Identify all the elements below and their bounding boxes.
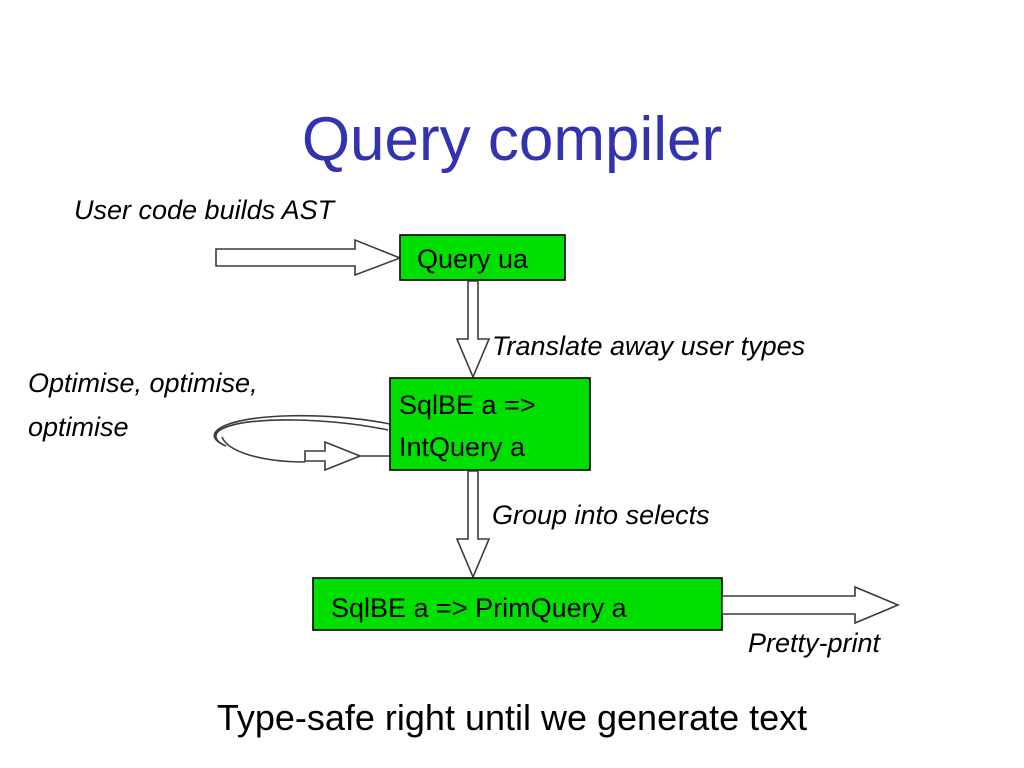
input-arrow-icon bbox=[215, 238, 403, 277]
group-arrow-icon bbox=[455, 470, 491, 580]
translate-arrow-icon bbox=[455, 280, 491, 380]
node-sqlbe-primquery-label: SqlBE a => PrimQuery a bbox=[331, 593, 628, 623]
edge-label-pretty-print: Pretty-print bbox=[748, 628, 882, 658]
edge-label-user-code-builds-ast: User code builds AST bbox=[74, 195, 337, 225]
node-query-ua-label: Query ua bbox=[417, 244, 529, 274]
node-sqlbe-intquery-label-line1: SqlBE a => bbox=[399, 390, 536, 420]
edge-label-translate-away-user-types: Translate away user types bbox=[492, 331, 805, 361]
node-sqlbe-intquery-box bbox=[389, 377, 591, 471]
node-query-ua[interactable]: Query ua bbox=[399, 234, 566, 281]
edge-label-optimise-line1: Optimise, optimise, bbox=[28, 368, 258, 398]
node-sqlbe-primquery-box bbox=[312, 577, 723, 631]
node-query-ua-box bbox=[399, 234, 566, 281]
pretty-print-arrow-icon bbox=[721, 585, 901, 625]
node-sqlbe-primquery[interactable]: SqlBE a => PrimQuery a bbox=[312, 577, 723, 631]
node-sqlbe-intquery[interactable]: SqlBE a => IntQuery a bbox=[389, 377, 591, 471]
node-sqlbe-intquery-label-line2: IntQuery a bbox=[399, 432, 526, 462]
page-title: Query compiler bbox=[302, 105, 722, 174]
edge-label-optimise-line2: optimise bbox=[28, 412, 129, 442]
edge-label-group-into-selects: Group into selects bbox=[492, 500, 710, 530]
optimise-loop-arrow-icon bbox=[213, 414, 391, 472]
footer-text: Type-safe right until we generate text bbox=[217, 697, 807, 738]
